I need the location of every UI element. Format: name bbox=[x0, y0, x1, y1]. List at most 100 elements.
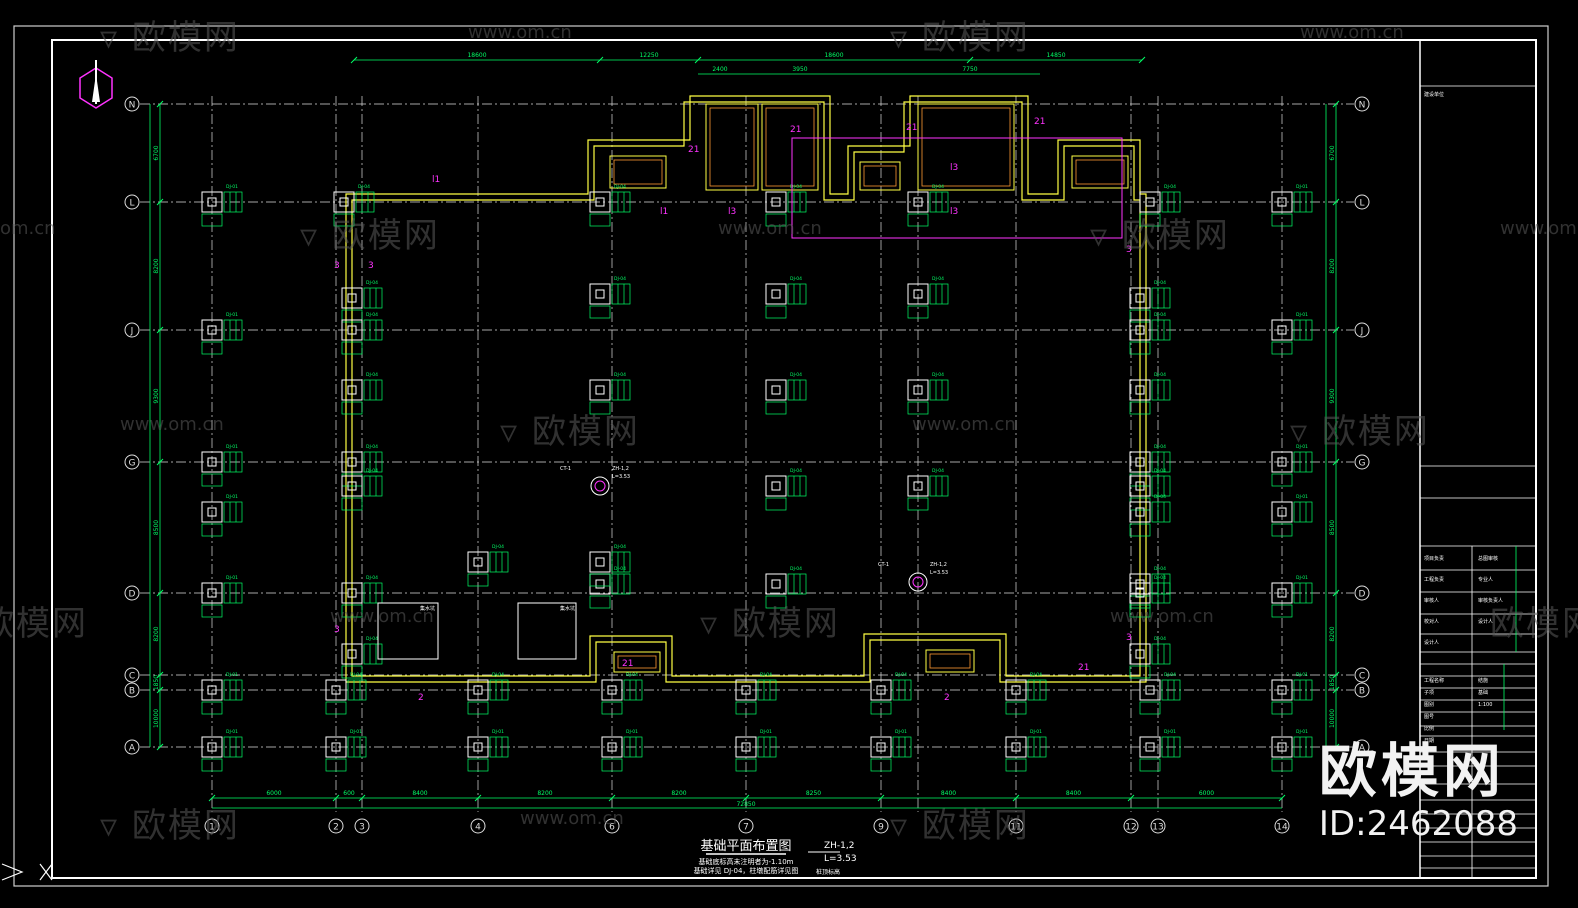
wall-tag: 3 bbox=[1126, 245, 1132, 255]
titleblock-row-label: 工程负责 bbox=[1424, 576, 1444, 583]
inner-drawing-frame bbox=[51, 39, 1537, 879]
dimension-tick bbox=[742, 794, 750, 802]
foundation-pad bbox=[765, 475, 787, 497]
brand-name: 欧模网 bbox=[1318, 737, 1505, 805]
foundation-dim-box bbox=[1139, 701, 1161, 715]
dimension-total: 72850 bbox=[736, 801, 755, 808]
foundation-column bbox=[876, 685, 886, 695]
foundation-dim-box bbox=[363, 451, 383, 473]
foundation-column bbox=[347, 293, 357, 303]
foundation-pad bbox=[1129, 501, 1151, 523]
titleblock-field-label: 子项 bbox=[1424, 689, 1434, 696]
foundation-dim-box bbox=[223, 736, 243, 758]
foundation-column bbox=[1277, 457, 1287, 467]
dimension-tick bbox=[1138, 56, 1146, 64]
dimension-text: 8500 bbox=[1329, 520, 1336, 535]
foundation-pad bbox=[765, 379, 787, 401]
foundation-dim-box bbox=[907, 213, 929, 227]
foundation-dim-box bbox=[201, 523, 223, 537]
foundation-pad bbox=[467, 551, 489, 573]
dimension-tick bbox=[350, 56, 358, 64]
foundation-dim-box bbox=[1139, 758, 1161, 772]
foundation-dim-box bbox=[223, 679, 243, 701]
foundation-tag: DJ-04 bbox=[614, 566, 626, 572]
foundation-column bbox=[207, 197, 217, 207]
titleblock-field-value: 基础 bbox=[1478, 689, 1488, 696]
foundation-pad bbox=[907, 191, 929, 213]
foundation-column bbox=[607, 685, 617, 695]
foundation-dim-box bbox=[1293, 451, 1313, 473]
watermark-url: www.om.cn bbox=[1110, 606, 1214, 627]
foundation-column bbox=[1135, 507, 1145, 517]
foundation-column bbox=[741, 742, 751, 752]
foundation-pad bbox=[735, 736, 757, 758]
foundation-tag: DJ-04 bbox=[1164, 672, 1176, 678]
axis-bubble bbox=[124, 194, 140, 210]
foundation-dim-box bbox=[341, 497, 363, 511]
axis-label-row: D bbox=[1359, 590, 1366, 600]
foundation-dim-box bbox=[1151, 319, 1171, 341]
foundation-dim-box bbox=[223, 582, 243, 604]
detail-caption: 桩顶标高 bbox=[816, 868, 840, 876]
titleblock-row-label: 设计人 bbox=[1424, 639, 1439, 646]
axis-bubble bbox=[1354, 682, 1370, 698]
foundation-dim-box bbox=[1151, 582, 1171, 604]
dimension-tick bbox=[156, 743, 164, 751]
watermark-brand: 欧模网 bbox=[1490, 604, 1578, 644]
foundation-tag: DJ-01 bbox=[350, 729, 362, 735]
titleblock-field-label: 图别 bbox=[1424, 701, 1434, 708]
foundation-dim-box bbox=[907, 497, 929, 511]
foundation-column bbox=[207, 742, 217, 752]
foundation-pad bbox=[765, 573, 787, 595]
wall-tag: 21 bbox=[688, 145, 699, 155]
wall-tag: 21 bbox=[790, 125, 801, 135]
foundation-dim-box bbox=[765, 305, 787, 319]
axis-bubble bbox=[1354, 739, 1370, 755]
dimension-tick bbox=[208, 794, 216, 802]
dimension-tick bbox=[1332, 458, 1340, 466]
foundation-pad bbox=[1129, 643, 1151, 665]
foundation-pad bbox=[907, 379, 929, 401]
foundation-dim-box bbox=[929, 191, 949, 213]
pit-inner-outline bbox=[863, 165, 897, 187]
titleblock-row-value: 设计人 bbox=[1478, 618, 1493, 625]
foundation-tag: DJ-01 bbox=[895, 729, 907, 735]
foundation-column bbox=[595, 197, 605, 207]
foundation-dim-box bbox=[467, 758, 489, 772]
foundation-pad bbox=[589, 191, 611, 213]
foundation-dim-box bbox=[223, 319, 243, 341]
foundation-dim-box bbox=[611, 573, 631, 595]
dimension-text: 8500 bbox=[153, 520, 160, 535]
foundation-pad bbox=[907, 283, 929, 305]
foundation-dim-box bbox=[892, 736, 912, 758]
axis-bubble bbox=[1354, 322, 1370, 338]
axis-bubble bbox=[1123, 818, 1139, 834]
foundation-column bbox=[1135, 481, 1145, 491]
foundation-pad bbox=[1271, 679, 1293, 701]
foundation-pad bbox=[341, 643, 363, 665]
foundation-column bbox=[347, 481, 357, 491]
foundation-dim-box bbox=[929, 475, 949, 497]
axis-label-column: 4 bbox=[475, 823, 481, 833]
foundation-column bbox=[595, 289, 605, 299]
foundation-tag: DJ-04 bbox=[358, 184, 370, 190]
titleblock-row-value: 审核负责人 bbox=[1478, 597, 1503, 604]
foundation-dim-box bbox=[611, 379, 631, 401]
foundation-column bbox=[771, 385, 781, 395]
foundation-dim-box bbox=[1271, 758, 1293, 772]
foundation-dim-box bbox=[735, 758, 757, 772]
axis-bubble bbox=[124, 739, 140, 755]
foundation-tag: DJ-01 bbox=[1296, 312, 1308, 318]
watermark-brand: ▿ 欧模网 bbox=[890, 806, 1030, 846]
dimension-text: 6700 bbox=[1329, 145, 1336, 160]
foundation-tag: DJ-01 bbox=[1296, 184, 1308, 190]
foundation-dim-box bbox=[1151, 475, 1171, 497]
foundation-column bbox=[1011, 742, 1021, 752]
foundation-pad bbox=[870, 736, 892, 758]
foundation-column bbox=[331, 742, 341, 752]
foundation-pad bbox=[467, 679, 489, 701]
foundation-column bbox=[913, 481, 923, 491]
foundation-pad bbox=[1129, 379, 1151, 401]
